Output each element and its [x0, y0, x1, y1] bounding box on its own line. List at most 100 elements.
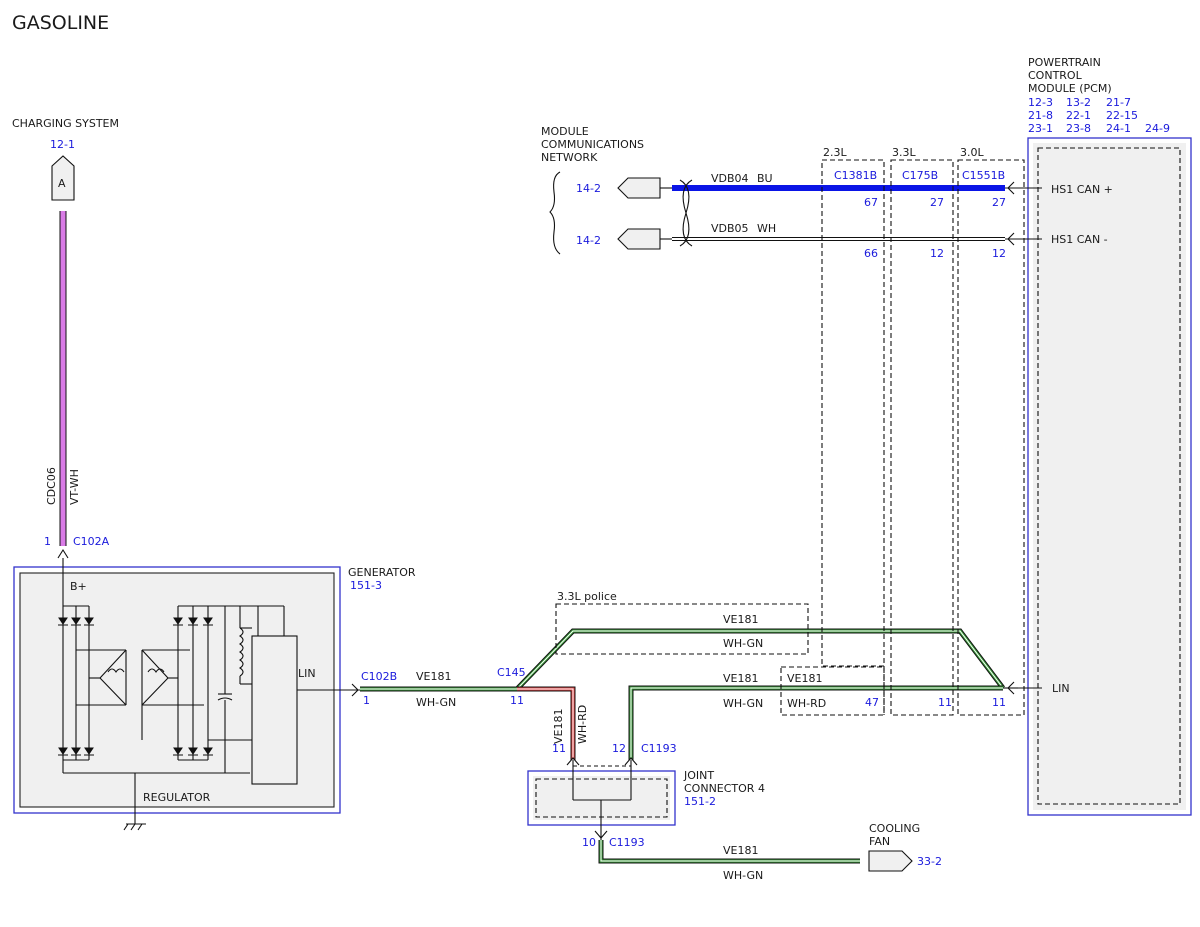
rd-wire-pin: 11: [552, 742, 566, 755]
engine-0-can-minus-pin: 66: [864, 247, 878, 260]
charging-system-label: CHARGING SYSTEM: [12, 117, 119, 130]
c102b-arrow-icon: [351, 683, 359, 697]
ve181-wh-gn-wires[interactable]: [360, 628, 1018, 864]
police-wire-circuit: VE181: [723, 613, 758, 626]
c102a-connector: C102A: [73, 535, 110, 548]
generator-internal-circuit: [58, 558, 360, 831]
joint-connector-bus: [572, 760, 632, 840]
network-label-3: NETWORK: [541, 151, 598, 164]
network-ref-1[interactable]: 14-2: [576, 182, 601, 195]
network-label-1: MODULE: [541, 125, 589, 138]
pcm-can-minus-label: HS1 CAN -: [1051, 233, 1108, 246]
c1193-out-arrow-icon: [594, 830, 608, 839]
charging-system-connector-shape: [51, 155, 75, 201]
cooling-fan-connector-shape: [868, 850, 913, 872]
pcm-label-3: MODULE (PCM): [1028, 82, 1112, 95]
c102a-pin: 1: [44, 535, 51, 548]
pcm-ref[interactable]: 21-7: [1106, 96, 1131, 109]
police-wire-color: WH-GN: [723, 637, 763, 650]
box-wire-color: WH-RD: [787, 697, 826, 710]
pcm-ref[interactable]: 13-2: [1066, 96, 1091, 109]
pcm-ref[interactable]: 24-9: [1145, 122, 1170, 135]
pcm-dashed-box: [1037, 147, 1181, 805]
joint-out-pin: 10: [582, 836, 596, 849]
rd-wire-arrow-icon: [566, 757, 580, 766]
rd-wire-color: WH-RD: [576, 705, 589, 744]
gen-wire-color: WH-GN: [416, 696, 456, 709]
pcm-ref[interactable]: 23-8: [1066, 122, 1091, 135]
police-option-box: [555, 603, 809, 655]
pcm-label-2: CONTROL: [1028, 69, 1083, 82]
vdb05-circuit: VDB05: [711, 222, 749, 235]
engine-0-lin-pin: 47: [865, 696, 879, 709]
engine-2-3l-lin-box: [780, 666, 885, 716]
network-label-2: COMMUNICATIONS: [541, 138, 644, 151]
fan-wire-circuit: VE181: [723, 844, 758, 857]
network-brace: [549, 171, 561, 255]
engine-2-can-minus-pin: 12: [992, 247, 1006, 260]
engine-1-label: 3.3L: [892, 146, 916, 159]
can-minus-connector-shape: [617, 228, 661, 250]
generator-lin-label: LIN: [298, 667, 316, 680]
engine-2-connector: C1551B: [962, 169, 1005, 182]
ve181-wh-rd-wire[interactable]: [517, 686, 576, 760]
c102a-arrow-icon: [57, 548, 69, 559]
cooling-fan-label-2: FAN: [869, 835, 890, 848]
engine-3-3l-box: [890, 159, 954, 716]
generator-bplus-label: B+: [70, 580, 87, 593]
pcm-wire-color: WH-GN: [723, 697, 763, 710]
pcm-ref[interactable]: 21-8: [1028, 109, 1053, 122]
c102b-connector: C102B: [361, 670, 397, 683]
cooling-fan-label-1: COOLING: [869, 822, 920, 835]
pcm-fill: [1033, 143, 1186, 810]
cooling-fan-ref[interactable]: 33-2: [917, 855, 942, 868]
joint-ref[interactable]: 151-2: [684, 795, 716, 808]
pcm-ref[interactable]: 24-1: [1106, 122, 1131, 135]
police-label: 3.3L police: [557, 590, 617, 603]
joint-out-connector: C1193: [609, 836, 645, 849]
gn-wire-pin: 12: [612, 742, 626, 755]
engine-2-can-plus-pin: 27: [992, 196, 1006, 209]
joint-label-2: CONNECTOR 4: [684, 782, 765, 795]
vdb04-circuit: VDB04: [711, 172, 749, 185]
engine-1-can-plus-pin: 27: [930, 196, 944, 209]
engine-2-3l-box: [821, 159, 885, 667]
engine-2-lin-pin: 11: [992, 696, 1006, 709]
generator-label: GENERATOR: [348, 566, 416, 579]
box-wire-circuit: VE181: [787, 672, 822, 685]
c102b-pin: 1: [363, 694, 370, 707]
generator-ref[interactable]: 151-3: [350, 579, 382, 592]
gn-wire-connector: C1193: [641, 742, 677, 755]
engine-0-can-plus-pin: 67: [864, 196, 878, 209]
pcm-ref[interactable]: 23-1: [1028, 122, 1053, 135]
pcm-can-plus-label: HS1 CAN +: [1051, 183, 1113, 196]
engine-1-connector: C175B: [902, 169, 938, 182]
can-plus-connector-shape: [617, 177, 661, 199]
pcm-ref[interactable]: 22-1: [1066, 109, 1091, 122]
pcm-ref[interactable]: 22-15: [1106, 109, 1138, 122]
engine-1-can-minus-pin: 12: [930, 247, 944, 260]
charging-system-ref[interactable]: 12-1: [50, 138, 75, 151]
engine-1-lin-pin: 11: [938, 696, 952, 709]
pcm-label-1: POWERTRAIN: [1028, 56, 1101, 69]
network-ref-2[interactable]: 14-2: [576, 234, 601, 247]
joint-label-1: JOINT: [683, 769, 714, 782]
c145-connector: C145: [497, 666, 526, 679]
gn-wire-arrow-icon: [624, 757, 638, 766]
engine-0-label: 2.3L: [823, 146, 847, 159]
diagram-title: GASOLINE: [12, 12, 109, 34]
cdc06-color-label: VT-WH: [68, 469, 81, 505]
engine-0-connector: C1381B: [834, 169, 877, 182]
vdb05-color: WH: [757, 222, 776, 235]
pcm-lin-label: LIN: [1052, 682, 1070, 695]
twisted-pair-icon: [679, 179, 693, 247]
pcm-wire-circuit: VE181: [723, 672, 758, 685]
vdb04-color: BU: [757, 172, 773, 185]
pcm-outer-box: [1027, 137, 1192, 816]
engine-3-0l-box: [957, 159, 1025, 716]
charging-system-connector-letter: A: [58, 177, 66, 190]
engine-2-label: 3.0L: [960, 146, 984, 159]
cdc06-circuit-label: CDC06: [45, 467, 58, 505]
pcm-ref[interactable]: 12-3: [1028, 96, 1053, 109]
